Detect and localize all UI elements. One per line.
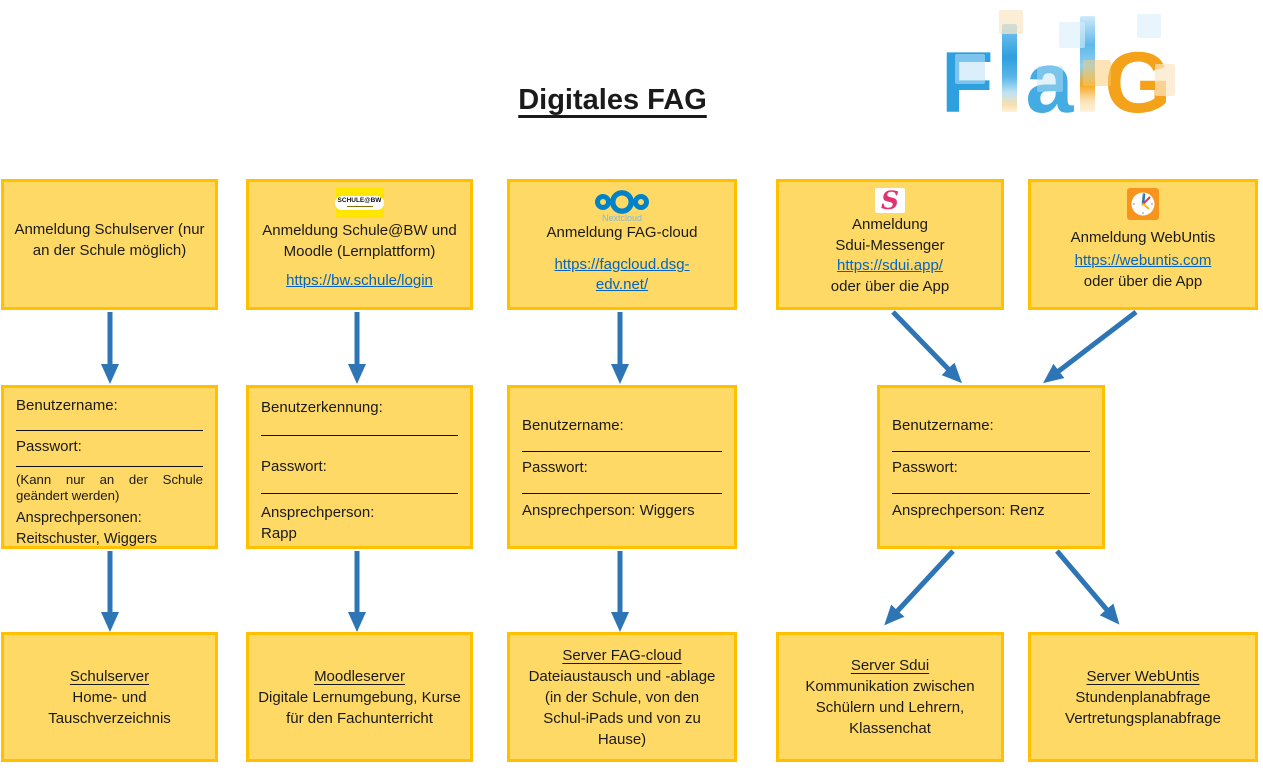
server-title: Moodleserver — [314, 667, 405, 685]
password-label: Passwort: — [522, 459, 588, 477]
password-label: Passwort: — [892, 459, 958, 477]
sdui-logo-icon: S — [875, 188, 905, 213]
server-title: Server WebUntis — [1086, 667, 1200, 685]
logo-mosaic-patch — [1083, 60, 1111, 86]
schule-bw-logo-icon: SCHULE@BW — [334, 188, 385, 218]
credentials-box-moodle: Benutzerkennung: Passwort: Ansprechperso… — [246, 385, 473, 549]
change-note: (Kann nur an der Schule geändert werden) — [16, 471, 203, 504]
fag-logo: F a G — [941, 2, 1263, 126]
server-title: Server Sdui — [850, 657, 930, 674]
page-title: Digitales FAG — [518, 84, 707, 116]
logo-letter-a: a — [1025, 35, 1074, 131]
nextcloud-logo-icon: Nextcloud — [593, 190, 651, 223]
username-blank-line — [16, 430, 203, 432]
logo-mosaic-patch — [1037, 66, 1063, 92]
box-title: Anmeldung WebUntis — [1070, 229, 1216, 246]
anmeldung-webuntis-box: Anmeldung WebUntis https://webuntis.com … — [1028, 179, 1258, 310]
schule-bw-cloud: SCHULE@BW — [334, 196, 385, 210]
credentials-box-sdui-webuntis: Benutzername: Passwort: Ansprechperson: … — [877, 385, 1105, 549]
app-note: oder über die App — [1083, 272, 1203, 290]
credentials-box-schulserver: Benutzername: Passwort: (Kann nur an der… — [1, 385, 218, 549]
server-description: Home- und Tauschverzeichnis — [48, 688, 171, 727]
username-label: Benutzername: — [16, 397, 118, 414]
anmeldung-fag-cloud-box: Nextcloud Anmeldung FAG-cloud https://fa… — [507, 179, 737, 310]
arrow — [884, 549, 955, 626]
arrow — [891, 310, 962, 384]
nextcloud-circles — [595, 190, 649, 214]
server-box-schulserver: Schulserver Home- und Tauschverzeichnis — [1, 632, 218, 762]
server-box-fag-cloud: Server FAG-cloud Dateiaustausch und -abl… — [507, 632, 737, 762]
logo-mosaic-patch — [955, 54, 985, 84]
contact-persons: Ansprechperson: Wiggers — [522, 501, 695, 519]
server-description: Digitale Lernumgebung, Kurse für den Fac… — [258, 688, 461, 727]
arrow — [1043, 310, 1138, 384]
app-note: oder über die App — [830, 278, 950, 296]
password-blank-line — [892, 492, 1090, 494]
server-description: Stundenplanabfrage Vertretungsplanabfrag… — [1065, 688, 1221, 727]
box-title: Anmeldung FAG-cloud — [546, 224, 698, 241]
server-title: Schulserver — [69, 667, 150, 685]
username-blank-line — [522, 451, 722, 453]
username-label: Benutzerkennung: — [261, 399, 383, 416]
password-blank-line — [16, 465, 203, 467]
anmeldung-schule-bw-box: SCHULE@BW Anmeldung Schule@BW und Moodle… — [246, 179, 473, 310]
password-blank-line — [261, 492, 458, 494]
logo-mosaic-patch — [1155, 64, 1175, 96]
fagcloud-link[interactable]: https://fagcloud.dsg- edv.net/ — [554, 256, 690, 294]
logo-mosaic-patch — [999, 10, 1023, 34]
server-box-moodle: Moodleserver Digitale Lernumgebung, Kurs… — [246, 632, 473, 762]
server-box-webuntis: Server WebUntis Stundenplanabfrage Vertr… — [1028, 632, 1258, 762]
username-label: Benutzername: — [892, 417, 994, 434]
username-label: Benutzername: — [522, 417, 624, 434]
box-title: Anmeldung Sdui-Messenger — [835, 216, 945, 254]
password-label: Passwort: — [16, 438, 82, 456]
username-blank-line — [261, 435, 458, 437]
password-label: Passwort: — [261, 458, 327, 476]
box-title: Anmeldung Schulserver (nur an der Schule… — [14, 220, 205, 259]
server-box-sdui: Server Sdui Kommunikation zwischen Schül… — [776, 632, 1004, 762]
contact-persons: Ansprechperson: Rapp — [261, 503, 375, 542]
server-description: Kommunikation zwischen Schülern und Lehr… — [805, 678, 975, 737]
server-description: Dateiaustausch und -ablage (in der Schul… — [528, 667, 716, 748]
bw-schule-link[interactable]: https://bw.schule/login — [286, 272, 433, 290]
contact-persons: Ansprechperson: Renz — [892, 501, 1045, 519]
sdui-logo-letter: S — [880, 186, 900, 215]
logo-divider-bar — [1001, 24, 1017, 112]
credentials-box-fag-cloud: Benutzername: Passwort: Ansprechperson: … — [507, 385, 737, 549]
schule-bw-logo-text: SCHULE@BW — [337, 197, 382, 205]
logo-mosaic-patch — [1059, 22, 1085, 48]
anmeldung-schulserver-box: Anmeldung Schulserver (nur an der Schule… — [1, 179, 218, 310]
sdui-link[interactable]: https://sdui.app/ — [837, 257, 943, 275]
box-title: Anmeldung Schule@BW und Moodle (Lernplat… — [262, 222, 457, 260]
schule-bw-logo-subline — [346, 205, 373, 207]
arrow — [1055, 549, 1120, 625]
contact-persons: Ansprechpersonen: Reitschuster, Wiggers — [16, 509, 158, 547]
webuntis-clock-icon — [1127, 188, 1159, 224]
username-blank-line — [892, 451, 1090, 453]
server-title: Server FAG-cloud — [562, 646, 682, 664]
password-blank-line — [522, 492, 722, 494]
anmeldung-sdui-box: S Anmeldung Sdui-Messenger https://sdui.… — [776, 179, 1004, 310]
webuntis-link[interactable]: https://webuntis.com — [1074, 251, 1212, 269]
logo-mosaic-patch — [1137, 14, 1161, 38]
nextcloud-label: Nextcloud — [601, 213, 643, 223]
